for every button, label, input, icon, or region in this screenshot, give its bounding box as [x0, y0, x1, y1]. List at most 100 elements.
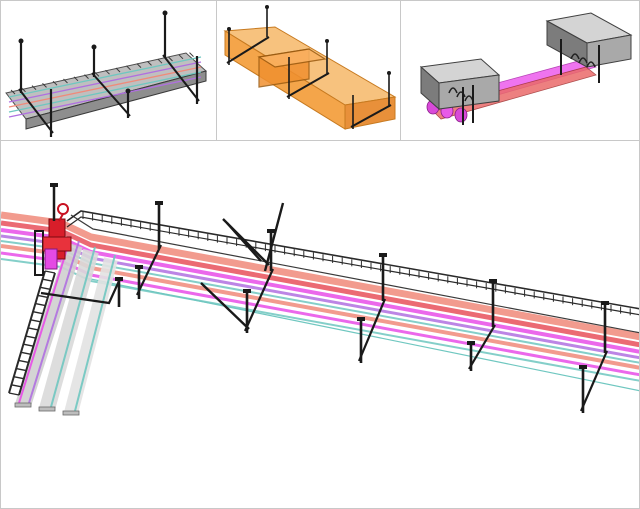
tray-rung	[105, 69, 110, 75]
cable-line	[8, 61, 202, 103]
valve-flange	[44, 248, 58, 270]
rod-cap	[387, 71, 391, 75]
tray-rung	[115, 67, 121, 73]
diagonal-braces	[200, 202, 285, 330]
ladder-rung	[42, 278, 53, 282]
support-frame	[40, 280, 121, 305]
support-crossbar	[579, 350, 609, 412]
pipe-blocks-drawing	[419, 12, 633, 125]
cable-tray-drawing	[5, 10, 208, 137]
support-crossbar	[468, 324, 496, 370]
ladder-rung	[23, 343, 34, 347]
tray-rung	[63, 78, 68, 84]
panel-ductwork	[216, 0, 401, 141]
ladder-rung	[37, 294, 48, 299]
tray-rung	[52, 80, 58, 86]
tray-rung	[178, 54, 184, 60]
branch-pipe	[15, 242, 83, 408]
hanger-rods	[19, 13, 199, 137]
duct-trapeze-bars	[226, 36, 392, 128]
rack-pipe	[1, 228, 639, 354]
tray-rung	[168, 56, 173, 62]
branch-pipe-end	[38, 406, 56, 412]
block-left-side	[438, 74, 500, 110]
trapeze-bars	[18, 54, 200, 134]
support-cap	[155, 201, 163, 205]
panel-pipe-rack	[0, 140, 640, 509]
brace	[226, 222, 262, 262]
branch-pipe	[18, 248, 68, 404]
support-crossbar	[357, 298, 387, 362]
support-cap	[115, 277, 123, 281]
duct-rod-caps	[227, 5, 391, 75]
ladder-rung	[18, 359, 29, 364]
rod-cap	[265, 5, 269, 9]
support-cap	[243, 289, 251, 293]
tray-rung	[189, 52, 194, 57]
tray-rung	[94, 72, 100, 77]
support-cap	[467, 341, 475, 345]
branch-pipe	[64, 257, 118, 415]
panel-cable-tray	[0, 0, 217, 141]
rack-pipe	[1, 251, 639, 377]
ladder-rung	[28, 327, 39, 331]
tray-rung	[31, 85, 37, 90]
branch-pipe-bundle	[14, 240, 118, 416]
ladder-rung	[20, 351, 32, 356]
u-bolt	[448, 87, 458, 94]
u-bolt	[578, 57, 588, 64]
u-bolt	[570, 53, 580, 60]
rack-pipe	[1, 211, 639, 341]
ladder-rung	[25, 335, 36, 339]
ladder-rung	[30, 319, 41, 323]
rod-cap	[325, 39, 329, 43]
support-cap	[579, 365, 587, 369]
tray-rung	[73, 76, 79, 82]
support-cap	[135, 265, 143, 269]
valve-stem	[58, 213, 64, 222]
ladder-rung	[16, 367, 27, 372]
ladder-rung	[8, 392, 20, 396]
valve-assembly	[42, 183, 72, 270]
rack-pipe	[1, 258, 639, 382]
ladder-rung	[32, 310, 44, 315]
duct-side	[344, 96, 396, 130]
support-crossbar	[243, 268, 275, 332]
handrail-top	[66, 210, 639, 310]
support-cap	[489, 279, 497, 283]
trapeze-bar	[91, 72, 131, 117]
branch-pipe	[39, 248, 99, 412]
valve-handwheel-icon	[57, 203, 69, 215]
branch-pipe	[28, 240, 80, 404]
rack-pipe	[1, 220, 639, 348]
ladder-rung	[13, 376, 24, 380]
tray-rung	[42, 83, 47, 88]
trapeze-bar	[18, 88, 54, 134]
tray-rungs	[10, 52, 194, 95]
rod-cap	[91, 44, 97, 50]
duct-trapeze-bar	[226, 36, 270, 64]
ductwork-drawing	[223, 5, 397, 130]
cable-line	[8, 71, 202, 113]
u-bolt	[586, 61, 596, 68]
panel-pipe-blocks	[400, 0, 640, 141]
tray-rung	[84, 74, 89, 79]
tray-rung	[10, 89, 16, 95]
ladder-rung	[35, 302, 46, 307]
brace	[263, 202, 285, 272]
support-cap	[601, 301, 609, 305]
tray-rung	[126, 65, 131, 71]
tray-rung	[157, 58, 163, 64]
u-bolt	[456, 91, 466, 98]
support-crossbar	[136, 244, 162, 296]
branch-pipe-end	[14, 402, 32, 408]
catwalk-handrail	[66, 210, 639, 316]
branch-pipe-end	[62, 410, 80, 416]
branch-pipe	[50, 246, 96, 408]
cable-line	[8, 76, 202, 118]
rack-outline	[70, 214, 639, 334]
rod-cap	[18, 38, 24, 44]
tray-rung	[136, 63, 142, 68]
rod-cap	[162, 10, 168, 16]
